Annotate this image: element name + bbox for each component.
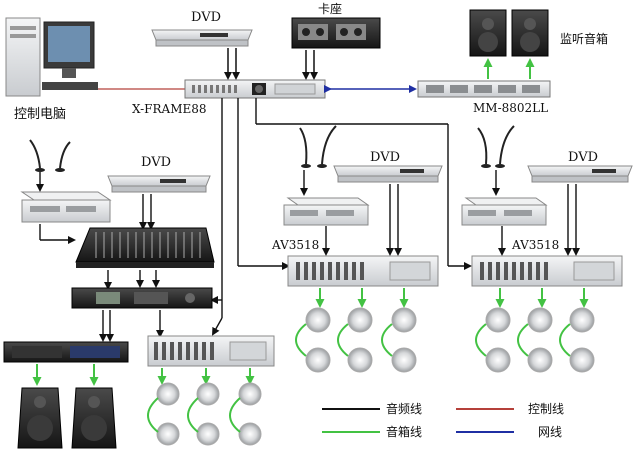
xframe-label: X-FRAME88 xyxy=(132,102,207,116)
wireless-receiver-icon xyxy=(283,197,370,226)
mixing-console-icon xyxy=(75,227,215,268)
ceiling-speaker-icon xyxy=(238,382,262,406)
ceiling-speaker-group-right xyxy=(475,307,595,373)
wireless-receiver-icon xyxy=(20,191,112,223)
mm-label: MM-8802LL xyxy=(473,101,548,115)
microphone-icon xyxy=(299,125,337,168)
ceiling-speaker-icon xyxy=(527,307,553,333)
legend-control-label: 控制线 xyxy=(528,402,564,416)
ceiling-speaker-icon xyxy=(391,347,417,373)
dvd-right-icon xyxy=(527,165,633,183)
audio-line xyxy=(212,317,223,336)
av-right-label: AV3518 xyxy=(511,238,559,252)
ceiling-speaker-group-mid xyxy=(295,307,417,373)
av-amplifier-right-icon xyxy=(471,255,623,287)
microphone-icon xyxy=(477,125,515,168)
ceiling-speaker-icon xyxy=(156,422,180,446)
processor-icon xyxy=(71,287,213,309)
monitor-speakers-icon xyxy=(469,9,549,57)
ceiling-speaker-icon xyxy=(485,347,511,373)
ceiling-speaker-icon xyxy=(569,307,595,333)
ceiling-speaker-icon xyxy=(305,347,331,373)
av-mid-label: AV3518 xyxy=(271,238,319,252)
av-amplifier-left-icon xyxy=(147,335,275,367)
monitor-speakers-label: 监听音箱 xyxy=(560,31,608,46)
ceiling-speaker-icon xyxy=(391,307,417,333)
deck-label: 卡座 xyxy=(318,1,342,16)
ceiling-speaker-icon xyxy=(156,382,180,406)
legend-network-label: 网线 xyxy=(538,425,562,439)
ceiling-speaker-icon xyxy=(305,307,331,333)
dvd-left-label: DVD xyxy=(141,155,171,170)
dvd-mid-label: DVD xyxy=(370,150,400,165)
dvd-mid-icon xyxy=(333,165,443,183)
pa-speaker-icon xyxy=(71,387,117,449)
legend: 音频线 控制线 音箱线 网线 xyxy=(322,401,564,439)
xframe-processor-icon xyxy=(184,79,326,99)
ceiling-speaker-icon xyxy=(196,422,220,446)
ceiling-speaker-icon xyxy=(196,382,220,406)
legend-speaker-label: 音箱线 xyxy=(386,424,422,439)
av-amplifier-mid-icon xyxy=(287,255,439,287)
ceiling-speaker-icon xyxy=(569,347,595,373)
cassette-deck-icon xyxy=(291,17,381,49)
ceiling-speaker-icon xyxy=(485,307,511,333)
ceiling-speaker-group-left xyxy=(147,382,262,446)
dvd-top-label: DVD xyxy=(191,10,221,25)
microphone-icon xyxy=(29,139,71,172)
ceiling-speaker-icon xyxy=(527,347,553,373)
ceiling-speaker-icon xyxy=(238,422,262,446)
legend-audio-label: 音频线 xyxy=(386,401,422,416)
mm-amplifier-icon xyxy=(417,80,551,98)
power-amplifier-icon xyxy=(3,341,129,363)
pa-speaker-icon xyxy=(17,387,63,449)
ceiling-speaker-icon xyxy=(347,347,373,373)
wireless-receiver-icon xyxy=(461,197,548,226)
dvd-left-icon xyxy=(107,175,211,193)
control-pc-label: 控制电脑 xyxy=(14,107,66,122)
dvd-right-label: DVD xyxy=(568,150,598,165)
control-pc-icon xyxy=(5,17,98,97)
ceiling-speaker-icon xyxy=(347,307,373,333)
dvd-top-icon xyxy=(151,29,253,47)
